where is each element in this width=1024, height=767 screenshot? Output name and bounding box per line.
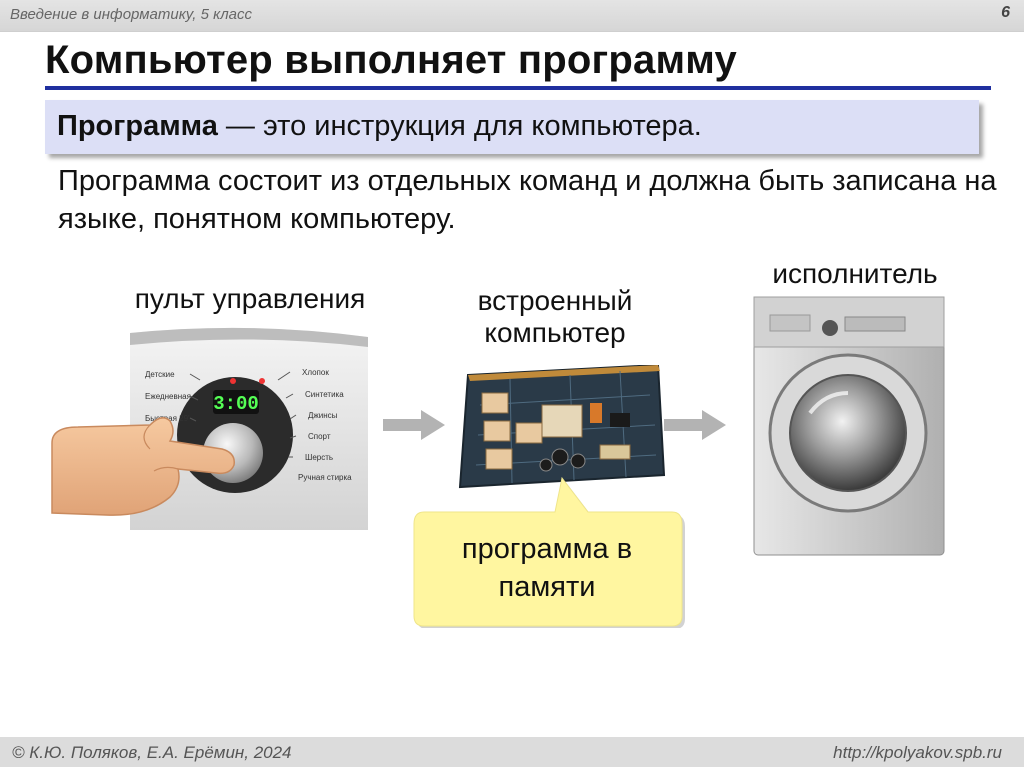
lcd-time: 3:00	[213, 393, 259, 415]
relay-3	[485, 448, 513, 470]
executor-label: исполнитель	[772, 258, 938, 289]
site-url: http://kpolyakov.spb.ru	[833, 743, 1002, 762]
panel-mode-left-2: Ежедневная	[145, 392, 191, 401]
capacitor-2	[570, 453, 586, 469]
memory-callout	[413, 476, 685, 628]
detergent-drawer	[769, 314, 811, 332]
body-paragraph: Программа состоит из отдельных команд и …	[58, 165, 997, 235]
computer-label-line1: встроенный	[477, 285, 633, 316]
panel-mode-right-5: Шерсть	[305, 453, 333, 462]
callout-line1: программа в	[461, 533, 633, 565]
footer-bar: © К.Ю. Поляков, Е.А. Ерёмин, 2024 http:/…	[0, 737, 1024, 767]
capacitor-3	[539, 458, 553, 472]
copyright-text: © К.Ю. Поляков, Е.А. Ерёмин, 2024	[12, 743, 292, 762]
panel-mode-right-1: Хлопок	[302, 368, 329, 377]
arrow-right-icon	[664, 410, 726, 440]
relay-1	[481, 392, 509, 414]
arrow-right-icon	[383, 410, 445, 440]
page-number: 6	[1001, 4, 1010, 21]
circuit-board-image	[458, 365, 666, 489]
definition-term: Программа	[57, 110, 218, 142]
lcd-display	[213, 390, 259, 414]
capacitor-orange	[590, 403, 602, 423]
callout-line2: памяти	[498, 571, 596, 603]
control-panel-image: 3:00 Детские Ежедневная Быстрая 29' Хлоп…	[51, 327, 368, 530]
indicator-led	[230, 378, 236, 384]
panel-mode-right-3: Джинсы	[308, 411, 338, 420]
transformer	[541, 404, 583, 438]
machine-buttons	[844, 316, 906, 332]
panel-mode-right-4: Спорт	[308, 432, 331, 441]
course-name: Введение в информатику, 5 класс	[10, 6, 252, 23]
machine-dial	[822, 320, 838, 336]
washing-machine-image	[753, 296, 945, 556]
panel-mode-left-1: Детские	[145, 370, 175, 379]
pcb-edge-connector	[468, 365, 660, 381]
definition-rest: — это инструкция для компьютера.	[217, 110, 702, 142]
panel-edge	[130, 327, 368, 347]
indicator-led	[259, 378, 265, 384]
panel-mode-right-2: Синтетика	[305, 390, 344, 399]
relay-4	[515, 422, 543, 444]
relay-2	[483, 420, 511, 442]
header-bar: Введение в информатику, 5 класс 6	[0, 0, 1024, 32]
terminal-block	[599, 444, 631, 460]
title-underline	[45, 86, 991, 90]
hand-icon	[51, 417, 235, 516]
panel-mode-right-6: Ручная стирка	[298, 473, 352, 482]
capacitor-1	[551, 448, 569, 466]
computer-label-line2: компьютер	[484, 317, 626, 348]
remote-label: пульт управления	[134, 283, 366, 314]
slide-title: Компьютер выполняет программу	[45, 38, 737, 82]
callout-text: программа в памяти	[412, 530, 682, 606]
definition-text: Программа — это инструкция для компьютер…	[57, 110, 702, 143]
ic-chip	[610, 413, 630, 427]
definition-box: Программа — это инструкция для компьютер…	[45, 100, 979, 154]
computer-label: встроенный компьютер	[430, 285, 680, 349]
